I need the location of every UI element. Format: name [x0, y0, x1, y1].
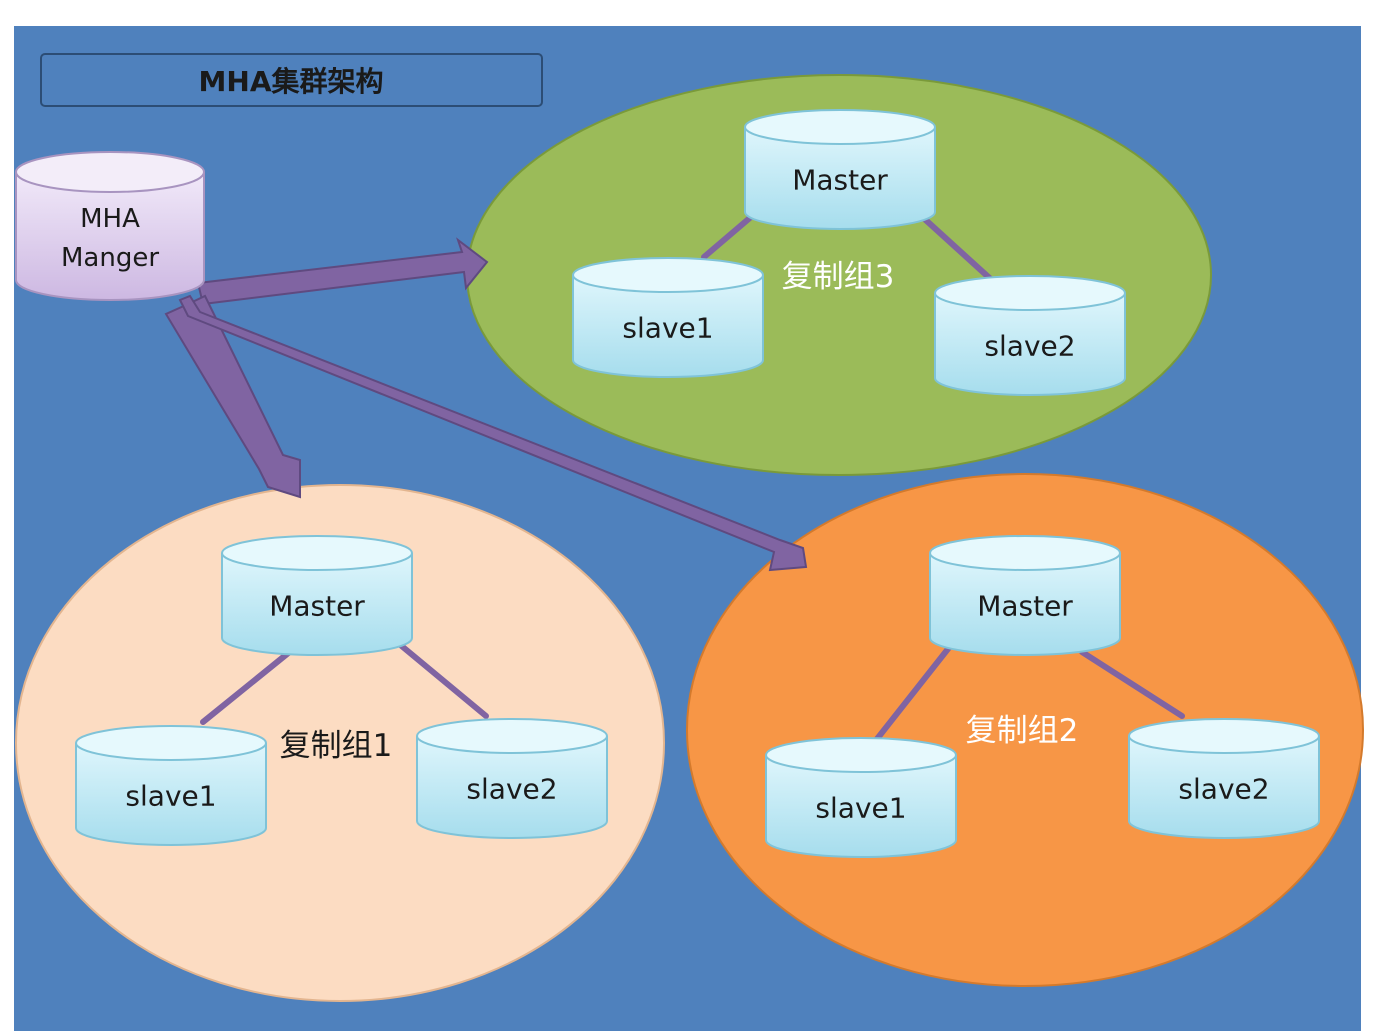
g2-link-master-slave2 — [1079, 649, 1185, 719]
arrow-to-group3 — [196, 237, 489, 306]
group1-slave2-label: slave2 — [466, 773, 557, 806]
group1-slave2-node: slave2 — [416, 718, 608, 839]
group3-slave2-node: slave2 — [934, 275, 1126, 396]
group3-slave1-node: slave1 — [572, 257, 764, 378]
manager-arrows — [164, 237, 808, 572]
title-box: MHA集群架构 — [40, 53, 543, 107]
arrow-to-group1 — [164, 294, 301, 499]
group3-slave2-label: slave2 — [984, 330, 1075, 363]
g1-link-master-slave2 — [389, 635, 489, 719]
g2-link-master-slave1 — [870, 637, 958, 747]
group2-slave2-label: slave2 — [1178, 773, 1269, 806]
group3-master-node: Master — [744, 109, 936, 230]
group2-label: 复制组2 — [966, 713, 1079, 749]
group1-slave1-node: slave1 — [75, 725, 267, 846]
group1-master-label: Master — [269, 590, 365, 623]
group1-label: 复制组1 — [280, 728, 393, 764]
arrow-to-group2 — [178, 294, 808, 572]
group2-master-label: Master — [977, 590, 1073, 623]
group1-slave1-label: slave1 — [125, 780, 216, 813]
group3-master-label: Master — [792, 164, 888, 197]
diagram-title: MHA集群架构 — [199, 65, 384, 98]
group3-slave1-label: slave1 — [622, 312, 713, 345]
manager-label-line1: MHA — [80, 204, 140, 234]
group1-region — [15, 484, 665, 1002]
group3-label: 复制组3 — [782, 259, 895, 295]
manager-node: MHA Manger — [15, 151, 205, 301]
replication-links — [200, 202, 1185, 747]
group2-slave1-node: slave1 — [765, 737, 957, 858]
group2-slave2-node: slave2 — [1128, 718, 1320, 839]
group2-slave1-label: slave1 — [815, 792, 906, 825]
g1-link-master-slave1 — [200, 647, 295, 725]
manager-label-line2: Manger — [61, 243, 159, 273]
group2-master-node: Master — [929, 535, 1121, 656]
group1-master-node: Master — [221, 535, 413, 656]
group2-region — [686, 473, 1364, 987]
